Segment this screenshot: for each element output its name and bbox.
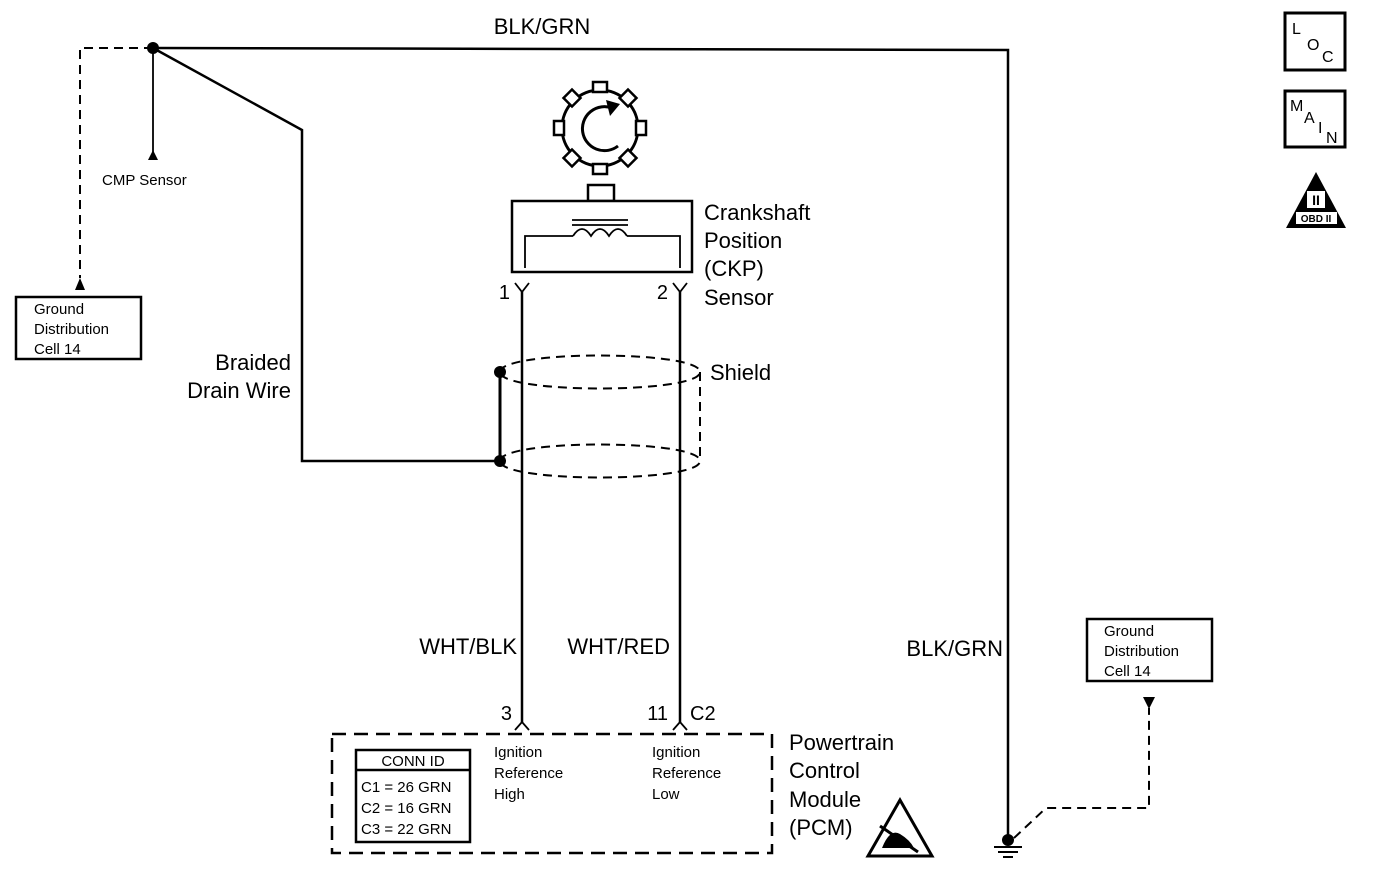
loc-icon-c: C (1322, 49, 1334, 66)
obd-text: OBD II (1301, 214, 1332, 225)
main-icon-i: I (1318, 120, 1322, 137)
drain-wire-line2: Drain Wire (187, 378, 291, 403)
wht-red-label: WHT/RED (567, 634, 670, 659)
ckp-sensor-body[interactable] (510, 183, 694, 274)
shield (494, 354, 702, 479)
pcm-pin11-connector (672, 720, 688, 731)
drain-wire-line1: Braided (215, 350, 291, 375)
ign-ref-high-line3: High (494, 786, 525, 803)
loc-icon-l: L (1292, 21, 1301, 38)
braided-drain-wire (152, 46, 500, 463)
conn-id-row-2: C2 = 16 GRN (361, 800, 451, 817)
loc-icon[interactable]: L O C (1283, 11, 1347, 72)
ground-distribution-box-left[interactable]: Ground Distribution Cell 14 (14, 295, 143, 361)
ckp-pin1-label: 1 (499, 282, 510, 304)
pcm-pin3-connector (514, 720, 530, 731)
ckp-pin1-connector (514, 282, 530, 294)
pcm-label-line4: (PCM) (789, 815, 853, 840)
left-ground-lead (75, 47, 153, 290)
shield-label: Shield (710, 360, 771, 385)
right-ground-lead (1013, 697, 1155, 839)
main-icon[interactable]: M A I N (1283, 89, 1347, 149)
ign-ref-high-line2: Reference (494, 765, 563, 782)
right-wire-label: BLK/GRN (906, 636, 1003, 661)
reluctor-wheel-icon (552, 80, 648, 176)
main-icon-n: N (1326, 130, 1338, 147)
ground-distribution-box-right[interactable]: Ground Distribution Cell 14 (1085, 617, 1214, 683)
esd-warning-icon (865, 796, 935, 858)
top-wire-label: BLK/GRN (494, 14, 591, 39)
ckp-label-line3: (CKP) (704, 256, 764, 281)
main-icon-a: A (1304, 110, 1315, 127)
ign-ref-low-line2: Reference (652, 765, 721, 782)
conn-id-table: CONN ID C1 = 26 GRN C2 = 16 GRN C3 = 22 … (354, 748, 472, 844)
ground-right-line1: Ground (1104, 623, 1154, 640)
main-icon-m: M (1290, 98, 1303, 115)
pcm-pin11-label: 11 (647, 703, 668, 725)
ign-ref-high-line1: Ignition (494, 744, 542, 761)
ign-ref-low-line3: Low (652, 786, 680, 803)
cmp-sensor-label: CMP Sensor (102, 172, 187, 189)
ckp-label-line4: Sensor (704, 285, 774, 310)
conn-id-row-1: C1 = 26 GRN (361, 779, 451, 796)
pcm-box[interactable] (330, 732, 774, 855)
pcm-label-line2: Control (789, 758, 860, 783)
ckp-pin2-connector (672, 282, 688, 294)
ground-left-line1: Ground (34, 301, 84, 318)
ground-symbol-icon (994, 834, 1022, 858)
ground-left-line2: Distribution (34, 321, 109, 338)
pcm-label-line3: Module (789, 787, 861, 812)
pcm-pin3-label: 3 (501, 703, 512, 725)
ground-left-line3: Cell 14 (34, 341, 81, 358)
ckp-label-line1: Crankshaft (704, 200, 810, 225)
ground-right-line2: Distribution (1104, 643, 1179, 660)
wht-blk-label: WHT/BLK (419, 634, 517, 659)
ground-right-line3: Cell 14 (1104, 663, 1151, 680)
ign-ref-low-line1: Ignition (652, 744, 700, 761)
pcm-label-line1: Powertrain (789, 730, 894, 755)
ckp-pin2-label: 2 (657, 282, 668, 304)
loc-icon-o: O (1307, 37, 1319, 54)
obd-numeral: II (1312, 192, 1320, 208)
pcm-connector-label: C2 (690, 703, 716, 725)
obd-ii-icon[interactable]: II OBD II (1286, 172, 1346, 228)
ckp-label-line2: Position (704, 228, 782, 253)
conn-id-title: CONN ID (381, 753, 445, 770)
cmp-sensor-branch (148, 48, 158, 160)
conn-id-row-3: C3 = 22 GRN (361, 821, 451, 838)
